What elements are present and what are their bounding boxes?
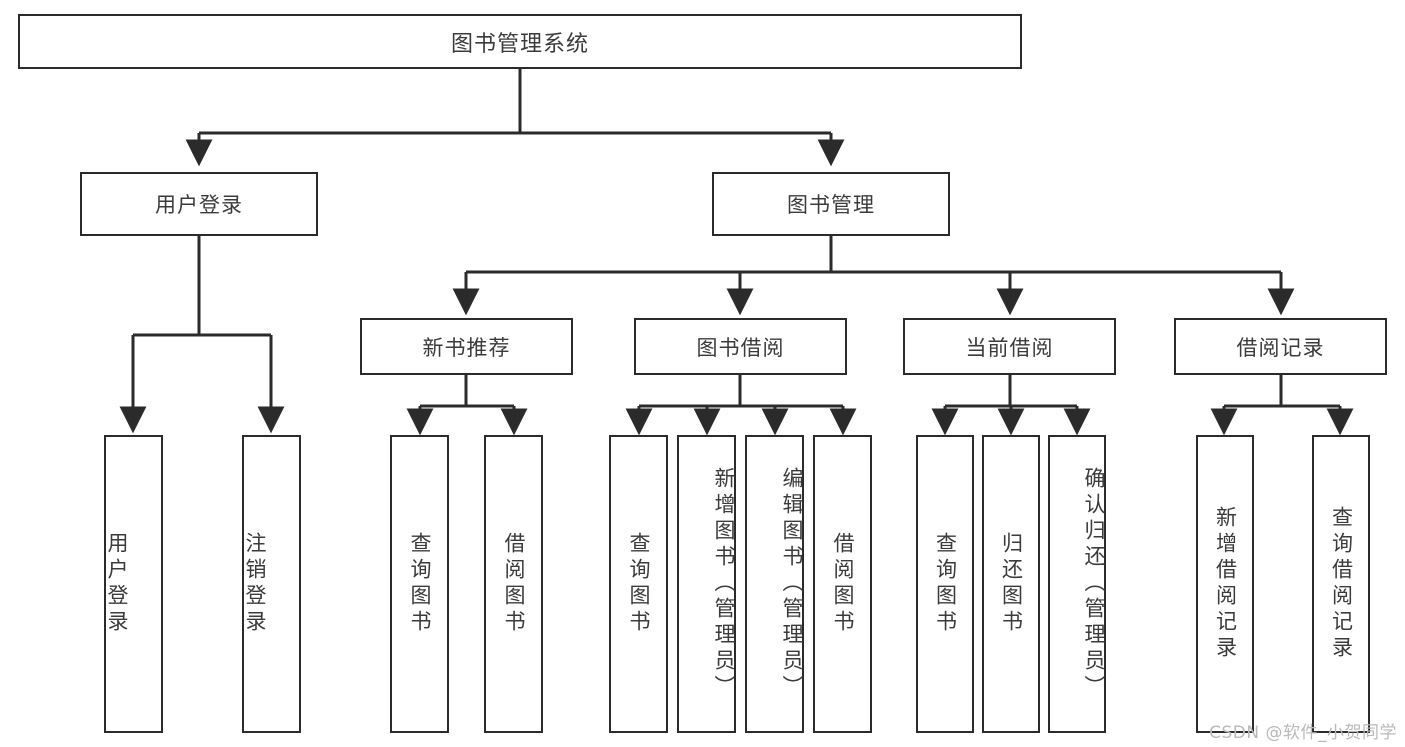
- node-borrow-record[interactable]: 借阅记录: [1174, 318, 1387, 375]
- leaf-borrow-edit-book-admin[interactable]: 编辑图书（管理员）: [745, 435, 804, 733]
- leaf-label: 注销登录: [243, 532, 267, 636]
- node-current-borrow-label: 当前借阅: [965, 335, 1054, 360]
- node-new-book-recommend-label: 新书推荐: [422, 335, 511, 360]
- watermark: CSDN @软件_小贺同学: [1209, 723, 1397, 743]
- leaf-recommend-query-book[interactable]: 查询图书: [390, 435, 449, 733]
- leaf-user-login-logout[interactable]: 注销登录: [242, 435, 301, 733]
- leaf-label: 查询图书: [408, 532, 432, 636]
- node-book-management-label: 图书管理: [787, 193, 875, 217]
- node-user-login[interactable]: 用户登录: [80, 172, 318, 236]
- leaf-label: 新增图书（管理员）: [712, 467, 736, 701]
- node-book-borrow[interactable]: 图书借阅: [634, 318, 847, 375]
- leaf-label: 确认归还（管理员）: [1082, 467, 1106, 701]
- leaf-borrow-borrow-book[interactable]: 借阅图书: [813, 435, 872, 733]
- leaf-user-login-login[interactable]: 用户登录: [104, 435, 163, 733]
- leaf-label: 新增借阅记录: [1213, 506, 1238, 662]
- leaf-label: 归还图书: [999, 532, 1024, 636]
- leaf-current-confirm-return-admin[interactable]: 确认归还（管理员）: [1048, 435, 1106, 733]
- node-current-borrow[interactable]: 当前借阅: [903, 318, 1116, 375]
- leaf-recommend-borrow-book[interactable]: 借阅图书: [484, 435, 543, 733]
- leaf-label: 编辑图书（管理员）: [780, 467, 804, 701]
- leaf-label: 用户登录: [105, 532, 129, 636]
- leaf-borrow-query-book[interactable]: 查询图书: [609, 435, 668, 733]
- node-book-management[interactable]: 图书管理: [712, 172, 950, 236]
- leaf-label: 借阅图书: [831, 532, 855, 636]
- node-book-borrow-label: 图书借阅: [696, 335, 785, 360]
- node-new-book-recommend[interactable]: 新书推荐: [360, 318, 573, 375]
- leaf-label: 查询借阅记录: [1329, 506, 1354, 662]
- leaf-label: 查询图书: [933, 532, 958, 636]
- node-root[interactable]: 图书管理系统: [18, 14, 1022, 69]
- leaf-label: 查询图书: [627, 532, 651, 636]
- leaf-record-query-record[interactable]: 查询借阅记录: [1312, 435, 1370, 733]
- node-root-label: 图书管理系统: [450, 31, 589, 57]
- leaf-record-add-record[interactable]: 新增借阅记录: [1196, 435, 1254, 733]
- leaf-borrow-add-book-admin[interactable]: 新增图书（管理员）: [677, 435, 736, 733]
- leaf-current-query-book[interactable]: 查询图书: [916, 435, 974, 733]
- node-user-login-label: 用户登录: [155, 193, 243, 217]
- node-borrow-record-label: 借阅记录: [1236, 335, 1325, 360]
- leaf-current-return-book[interactable]: 归还图书: [982, 435, 1040, 733]
- leaf-label: 借阅图书: [502, 532, 526, 636]
